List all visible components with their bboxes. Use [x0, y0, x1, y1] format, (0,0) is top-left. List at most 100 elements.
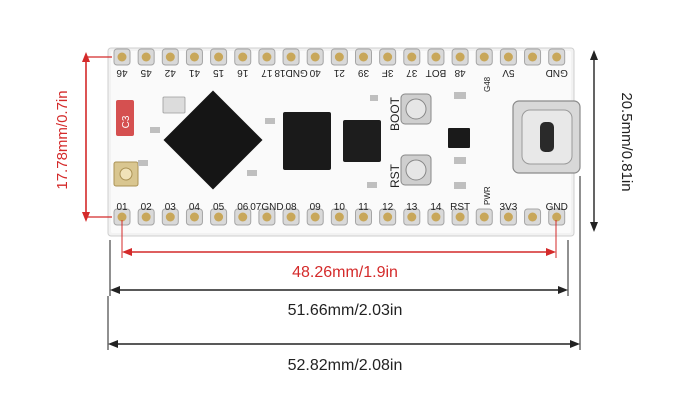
top-pin-label-3: 41	[188, 67, 200, 78]
bottom-pin-label-14: RST	[450, 202, 470, 213]
flash-chip	[283, 112, 331, 170]
top-pin-label-7: GND18	[274, 67, 308, 78]
bottom-pin-label-0: 01	[116, 202, 128, 213]
top-pin-hole-1	[141, 52, 151, 62]
top-pin-label-10: 39	[358, 67, 370, 78]
bottom-pin-hole-0	[117, 212, 127, 222]
bottom-pin-label-6: 07GND	[250, 202, 283, 213]
bottom-pin-hole-11	[383, 212, 393, 222]
bottom-pin-hole-8	[310, 212, 320, 222]
top-pin-hole-7	[286, 52, 296, 62]
bottom-pin-label-8: 09	[310, 202, 322, 213]
c3-component: C3	[116, 100, 134, 136]
top-pin-hole-6	[262, 52, 272, 62]
bottom-pin-header	[113, 208, 566, 226]
bottom-pin-hole-6	[262, 212, 272, 222]
smd-parts	[138, 92, 466, 189]
top-pin-hole-13	[431, 52, 441, 62]
top-pin-hole-14	[455, 52, 465, 62]
rst-button	[400, 154, 432, 186]
antenna-connector	[113, 161, 139, 187]
top-pin-label-8: 40	[309, 67, 321, 78]
bottom-pin-hole-4	[214, 212, 224, 222]
height-board-label: 20.5mm/0.81in	[618, 92, 635, 191]
width-overall-label: 52.82mm/2.08in	[288, 357, 403, 374]
top-pin-hole-15	[479, 52, 489, 62]
top-pin-label-2: 42	[164, 67, 176, 78]
top-pin-label-18: GND	[546, 67, 568, 78]
bottom-pin-hole-3	[189, 212, 199, 222]
bottom-pin-hole-2	[165, 212, 175, 222]
height-pin-pitch-dimension: 17.78mm/0.7in	[54, 52, 112, 222]
bottom-pin-label-3: 04	[189, 202, 201, 213]
width-overall-dimension: 52.82mm/2.08in	[107, 176, 581, 374]
bottom-pin-label-12: 13	[406, 202, 418, 213]
c3-label: C3	[121, 115, 132, 128]
bottom-pin-label-2: 03	[165, 202, 177, 213]
bottom-pin-label-13: 14	[430, 202, 442, 213]
top-pin-hole-17	[528, 52, 538, 62]
rst-label: RST	[388, 163, 402, 188]
top-pin-hole-2	[165, 52, 175, 62]
boot-label: BOOT	[388, 96, 402, 131]
bottom-pin-hole-18	[552, 212, 562, 222]
top-pin-label-9: 21	[333, 67, 345, 78]
top-pin-label-12: 37	[406, 67, 418, 78]
width-board-dimension: 51.66mm/2.03in	[109, 240, 569, 319]
bottom-pin-hole-17	[528, 212, 538, 222]
top-pin-label-5: 16	[237, 67, 249, 78]
boot-button	[400, 93, 432, 125]
top-pin-label-6: 17	[261, 67, 273, 78]
bottom-pin-label-7: 08	[285, 202, 297, 213]
bottom-pin-label-11: 12	[382, 202, 394, 213]
bottom-pin-hole-5	[238, 212, 248, 222]
bottom-pin-label-16: 3V3	[500, 202, 518, 213]
top-pin-hole-5	[238, 52, 248, 62]
top-pin-label-13: BOT	[426, 67, 447, 78]
height-board-dimension: 20.5mm/0.81in	[590, 50, 635, 232]
top-pin-hole-10	[359, 52, 368, 62]
bottom-pin-hole-12	[407, 212, 417, 222]
top-pin-hole-8	[310, 52, 320, 62]
top-pin-hole-16	[503, 52, 513, 62]
top-pin-label-14: 48	[454, 67, 466, 78]
top-pin-hole-18	[552, 52, 562, 62]
transistor	[448, 128, 470, 148]
bottom-pin-label-4: 05	[213, 202, 225, 213]
ic-chip-main	[163, 90, 263, 190]
pwr-label: PWR	[483, 186, 492, 205]
bottom-pin-label-10: 11	[358, 202, 369, 213]
bottom-pin-label-1: 02	[141, 202, 153, 213]
g48-label: G48	[483, 76, 492, 92]
bottom-pin-label-5: 06	[237, 202, 249, 213]
top-pin-label-4: 15	[213, 67, 225, 78]
bottom-pin-hole-16	[503, 212, 513, 222]
width-pin-span-label: 48.26mm/1.9in	[292, 264, 398, 281]
top-pin-hole-0	[117, 52, 127, 62]
bottom-pin-hole-9	[334, 212, 344, 222]
small-chip	[162, 96, 186, 114]
bottom-pin-hole-7	[286, 212, 296, 222]
bottom-pin-label-18: GND	[546, 202, 568, 213]
top-pin-label-1: 45	[140, 67, 152, 78]
top-pin-label-11: 3F	[382, 67, 394, 78]
width-pin-span-dimension: 48.26mm/1.9in	[121, 220, 557, 281]
bottom-pin-hole-1	[141, 212, 151, 222]
height-pin-pitch-label: 17.78mm/0.7in	[54, 90, 71, 189]
bottom-pin-hole-13	[431, 212, 441, 222]
usb-c-port	[512, 100, 581, 174]
top-pin-label-0: 46	[116, 67, 128, 78]
soic-chip	[343, 120, 381, 162]
top-pin-label-16: 5V	[502, 67, 515, 78]
top-pin-hole-4	[214, 52, 224, 62]
top-pin-hole-11	[383, 52, 393, 62]
top-pin-hole-12	[407, 52, 417, 62]
top-pin-hole-9	[334, 52, 344, 62]
width-board-label: 51.66mm/2.03in	[288, 302, 403, 319]
bottom-pin-hole-14	[455, 212, 465, 222]
top-pin-header	[113, 48, 566, 66]
top-pin-hole-3	[189, 52, 199, 62]
